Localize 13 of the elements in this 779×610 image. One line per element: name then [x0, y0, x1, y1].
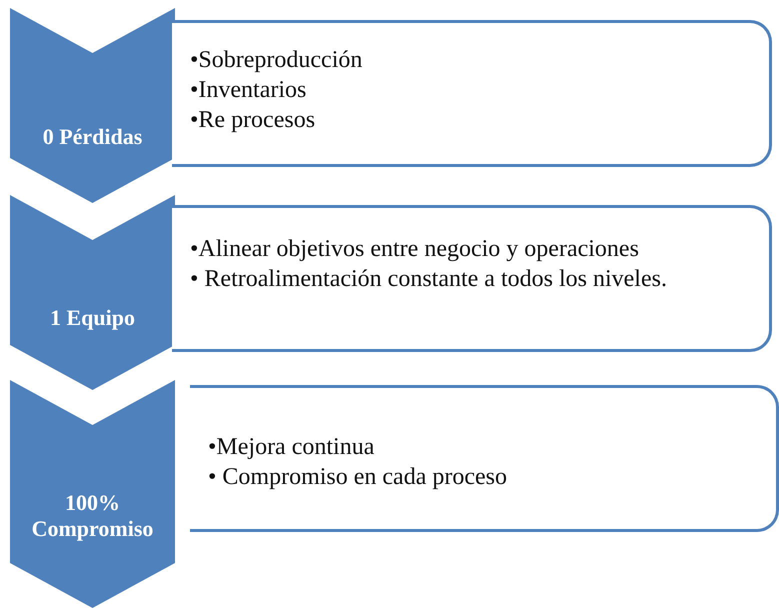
- bullet-item: •Re procesos: [190, 106, 316, 135]
- text-panel: [172, 205, 772, 352]
- bullet-item: •Sobreproducción: [190, 46, 364, 75]
- bullet-item: • Compromiso en cada proceso: [208, 463, 508, 492]
- step-label: 1 Equipo: [49, 305, 136, 331]
- step-label: 0 Pérdidas: [42, 124, 144, 150]
- bullet-item: •Inventarios: [190, 76, 308, 105]
- bullet-item: • Retroalimentación constante a todos los niveles.: [190, 265, 668, 294]
- step-label: 100% Compromiso: [30, 490, 154, 542]
- bullet-item: •Alinear objetivos entre negocio y operaciones: [190, 235, 640, 264]
- bullet-item: •Mejora continua: [208, 433, 376, 462]
- text-panel: [190, 385, 779, 532]
- text-panel: [172, 20, 772, 167]
